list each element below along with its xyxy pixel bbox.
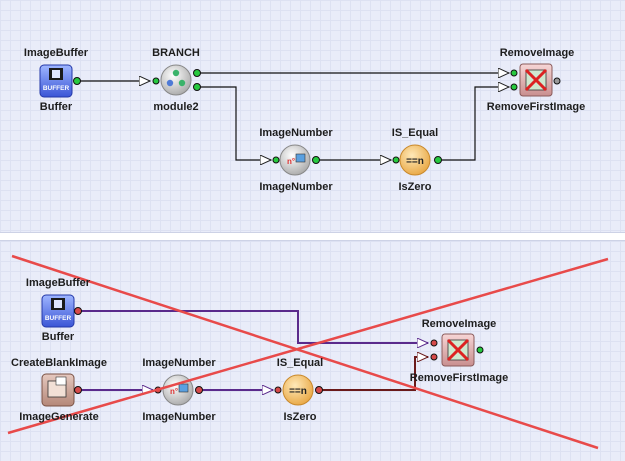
imagenumber-node[interactable]: n° (272, 144, 320, 176)
isequal-type-label: IS_Equal (391, 127, 439, 139)
imagenumber-type-label: ImageNumber (259, 127, 333, 139)
branch-instance-label: module2 (153, 101, 199, 113)
wire-isequal-to-removeimage[interactable] (438, 87, 509, 161)
removeimage-instance-label: RemoveFirstImage (409, 372, 509, 384)
bottom-diagram-canvas: BUFFER n° ==n (7, 254, 609, 450)
removeimage-type-label: RemoveImage (499, 47, 575, 59)
branch-icon (160, 64, 192, 96)
isequal-node[interactable]: ==n (392, 144, 442, 176)
removeimage-type-label: RemoveImage (421, 318, 497, 330)
removeimage-output-port[interactable] (553, 77, 561, 85)
isequal-instance-label: IsZero (398, 181, 432, 193)
create-instance-label: ImageGenerate (19, 411, 99, 423)
equals-n-icon: ==n (289, 386, 307, 397)
top-diagram-panel[interactable]: BUFFER n° ==n (0, 0, 625, 233)
branch-node[interactable] (152, 64, 201, 96)
imagenumber-output-port[interactable] (312, 156, 320, 164)
removeimage-input-port-1[interactable] (430, 339, 438, 347)
image-number-icon: n° (170, 387, 178, 396)
isequal-type-label: IS_Equal (276, 357, 324, 369)
buffer-node[interactable]: BUFFER (39, 64, 81, 98)
removeimage-input-port-2[interactable] (430, 353, 438, 361)
branch-output-port-2[interactable] (193, 83, 201, 91)
isequal-input-port[interactable] (274, 386, 282, 394)
removeimage-instance-label: RemoveFirstImage (486, 101, 586, 113)
buffer-icon: BUFFER (43, 85, 70, 92)
imagenumber-type-label: ImageNumber (142, 357, 216, 369)
wire-branch-to-imagenumber[interactable] (197, 86, 271, 160)
image-number-icon: n° (287, 157, 295, 166)
create-node[interactable] (41, 373, 82, 407)
buffer-instance-label: Buffer (39, 101, 73, 113)
imagenumber-instance-label: ImageNumber (142, 411, 216, 423)
cross-out-line-2 (7, 257, 609, 435)
bottom-diagram-panel[interactable]: BUFFER n° ==n (0, 240, 625, 461)
removeimage-node[interactable] (510, 63, 561, 97)
buffer-node[interactable]: BUFFER (41, 294, 82, 328)
imagenumber-input-port[interactable] (272, 156, 280, 164)
isequal-input-port[interactable] (392, 156, 400, 164)
isequal-output-port[interactable] (315, 386, 323, 394)
isequal-output-port[interactable] (434, 156, 442, 164)
buffer-output-port[interactable] (73, 77, 81, 85)
removeimage-node[interactable] (430, 333, 484, 367)
buffer-type-label: ImageBuffer (23, 47, 89, 59)
imagenumber-instance-label: ImageNumber (259, 181, 333, 193)
wire-isequal-to-removeimage[interactable] (319, 357, 428, 391)
branch-output-port-1[interactable] (193, 69, 201, 77)
buffer-output-port[interactable] (74, 307, 82, 315)
buffer-icon: BUFFER (45, 315, 72, 322)
create-output-port[interactable] (74, 386, 82, 394)
removeimage-input-port-1[interactable] (510, 69, 518, 77)
removeimage-input-port-2[interactable] (510, 83, 518, 91)
branch-input-port[interactable] (152, 77, 160, 85)
top-diagram-canvas: BUFFER n° ==n (39, 63, 561, 176)
create-type-label: CreateBlankImage (11, 357, 107, 369)
cross-out-line-1 (11, 254, 599, 450)
equals-n-icon: ==n (406, 156, 424, 167)
buffer-instance-label: Buffer (41, 331, 75, 343)
isequal-node[interactable]: ==n (274, 374, 323, 406)
branch-type-label: BRANCH (152, 47, 200, 59)
isequal-instance-label: IsZero (283, 411, 317, 423)
imagenumber-output-port[interactable] (195, 386, 203, 394)
imagenumber-node[interactable]: n° (154, 374, 203, 406)
removeimage-output-port[interactable] (476, 346, 484, 354)
wire-buffer-to-removeimage[interactable] (78, 310, 428, 343)
buffer-type-label: ImageBuffer (25, 277, 91, 289)
